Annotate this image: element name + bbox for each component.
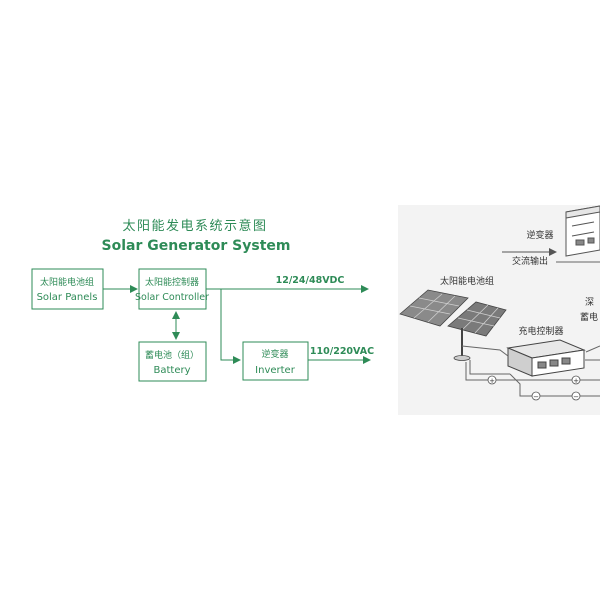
solar-controller-label-en: Solar Controller <box>135 292 209 303</box>
solar-panels-box: 太阳能电池组 Solar Panels <box>31 268 104 310</box>
svg-text:−: − <box>573 393 579 401</box>
solar-array-sketch <box>399 289 507 361</box>
battery-box: 蓄电池（组） Battery <box>138 341 207 382</box>
solar-controller-label-cn: 太阳能控制器 <box>145 276 199 288</box>
photo-label-charge-controller: 充电控制器 <box>518 325 563 337</box>
terminal-markers: + + − − <box>487 375 581 401</box>
inverter-box: 逆变器 Inverter <box>242 341 309 381</box>
charge-controller-sketch <box>506 339 586 377</box>
photo-label-solar-array: 太阳能电池组 <box>440 275 494 287</box>
svg-text:−: − <box>533 393 539 401</box>
system-sketch: 逆变器 交流输出 太阳能电池组 充电控制器 <box>398 205 600 415</box>
photo-label-ac-output: 交流输出 <box>512 255 548 267</box>
ac-output-label: 110/220VAC <box>310 346 374 357</box>
wiring-sketch <box>461 345 600 397</box>
battery-label-cn: 蓄电池（组） <box>145 349 199 361</box>
diagram-title-chinese: 太阳能发电系统示意图 <box>122 218 267 234</box>
solar-panels-label-en: Solar Panels <box>37 292 98 303</box>
inverter-device-sketch <box>565 205 600 257</box>
block-diagram: 太阳能发电系统示意图 Solar Generator System 太阳能电池组… <box>31 218 374 382</box>
photo-label-edge-2: 蓄电 <box>580 311 598 323</box>
controller-to-inverter-arrow <box>220 289 241 364</box>
inverter-label-en: Inverter <box>255 365 296 376</box>
svg-text:+: + <box>489 377 495 385</box>
photo-label-inverter: 逆变器 <box>526 229 553 241</box>
solar-panels-label-cn: 太阳能电池组 <box>40 276 94 288</box>
photo-label-edge-1: 深 <box>585 297 594 308</box>
svg-text:+: + <box>573 377 579 385</box>
battery-label-en: Battery <box>153 365 190 376</box>
dc-output-label: 12/24/48VDC <box>276 275 345 286</box>
inverter-label-cn: 逆变器 <box>261 348 288 360</box>
diagram-title-english: Solar Generator System <box>102 238 291 254</box>
solar-controller-box: 太阳能控制器 Solar Controller <box>135 268 209 310</box>
